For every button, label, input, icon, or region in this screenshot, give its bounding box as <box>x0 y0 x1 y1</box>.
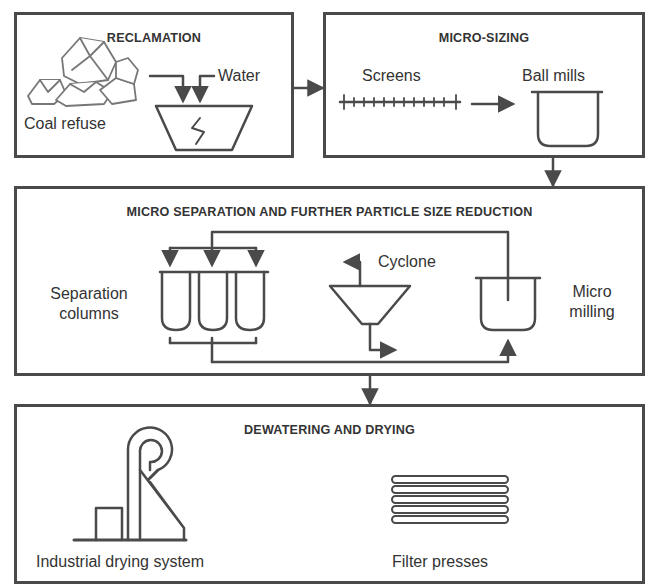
flow-arrow <box>552 158 555 186</box>
equipment-label: Filter presses <box>392 552 532 572</box>
equipment-label: Micro milling <box>552 282 632 322</box>
equipment-label: Separation columns <box>34 284 144 324</box>
stage-panel: MICRO-SIZING <box>323 12 645 158</box>
stage-heading: MICRO SEPARATION AND FURTHER PARTICLE SI… <box>17 205 642 219</box>
equipment-label: Coal refuse <box>24 114 144 134</box>
stage-heading: MICRO-SIZING <box>326 31 642 45</box>
flow-arrow <box>369 376 372 404</box>
stage-panel: MICRO SEPARATION AND FURTHER PARTICLE SI… <box>14 186 645 376</box>
stage-panel: RECLAMATION <box>14 12 294 158</box>
equipment-label: Ball mills <box>522 66 622 86</box>
equipment-label: Screens <box>362 66 452 86</box>
flow-arrow <box>294 87 323 90</box>
stage-heading: DEWATERING AND DRYING <box>17 423 642 437</box>
equipment-label: Industrial drying system <box>36 552 276 572</box>
stage-heading: RECLAMATION <box>17 31 291 45</box>
equipment-label: Cyclone <box>378 252 468 272</box>
equipment-label: Water <box>218 66 288 86</box>
